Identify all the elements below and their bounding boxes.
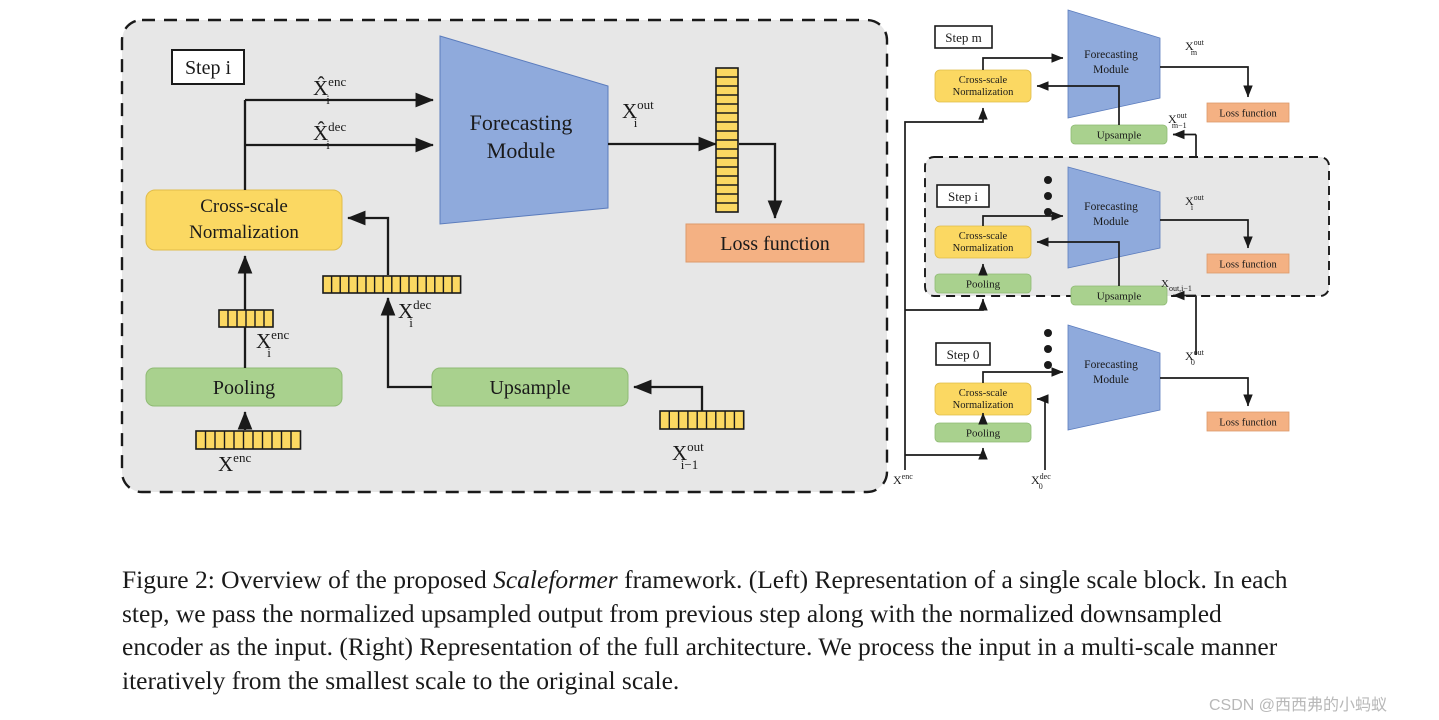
left-loss-function-label: Loss function [720, 233, 829, 255]
right-step-m-badge-label: Step m [945, 30, 981, 45]
figure-caption: Figure 2: Overview of the proposed Scale… [122, 563, 1307, 697]
right-step-0-loss-label: Loss function [1219, 418, 1277, 429]
seq-x-enc-i [218, 309, 274, 328]
right-step-i-fm-line2: Module [1093, 216, 1129, 228]
left-forecasting-module-line2: Module [487, 138, 555, 163]
right-step-m-csn-line2: Normalization [953, 87, 1014, 98]
seq-x-enc [195, 430, 302, 450]
right-step-m-badge: Step m [934, 25, 993, 49]
right-step-0-badge: Step 0 [935, 342, 991, 366]
right-step-i-badge-label: Step i [948, 189, 978, 204]
right-step-m-upsample-label: Upsample [1097, 130, 1142, 142]
right-step-i-ellipsis [1044, 176, 1052, 216]
right-step-i-loss-label: Loss function [1219, 260, 1277, 271]
right-step-0-csn-line1: Cross-scale [959, 388, 1008, 399]
seq-x-dec-i [322, 275, 462, 294]
right-panel: Step m Forecasting Module Cross-scale No… [893, 9, 1330, 491]
right-step-m-loss-label: Loss function [1219, 109, 1277, 120]
right-step-0-pooling-label: Pooling [966, 428, 1001, 440]
right-step-0-forecasting-module [1067, 324, 1161, 431]
left-sequences [195, 67, 745, 450]
caption-part1: Overview of the proposed [214, 565, 494, 594]
seq-x-out-i [715, 67, 739, 213]
x-out-im1-sequence-outline [659, 410, 745, 430]
right-step-i: Step i Forecasting Module Cross-scale No… [924, 156, 1330, 355]
left-step-badge: Step i [171, 49, 245, 85]
caption-prefix: Figure 2: [122, 565, 215, 594]
right-step-0-loss [1206, 411, 1290, 432]
caption-emphasis: Scaleformer [493, 565, 618, 594]
left-upsample: Upsample [431, 367, 629, 407]
right-x-enc-label: Xenc [893, 472, 913, 487]
right-step-m-loss [1206, 102, 1290, 123]
left-cross-scale-line1: Cross-scale [200, 196, 288, 217]
right-step-0-csn-line2: Normalization [953, 400, 1014, 411]
right-step-i-badge: Step i [936, 184, 990, 208]
right-step-i-arrows [978, 211, 1253, 355]
right-step-i-upsample-label: Upsample [1097, 291, 1142, 303]
right-step-0: Step 0 Forecasting Module Cross-scale No… [934, 324, 1290, 470]
right-step-m: Step m Forecasting Module Cross-scale No… [934, 9, 1290, 200]
left-forecasting-module: Forecasting Module [439, 35, 609, 225]
right-step-0-ellipsis [1044, 329, 1052, 369]
csdn-watermark: CSDN @西西弗的小蚂蚁 [1209, 697, 1388, 714]
right-step-i-in-label: Xout,i−1 [1161, 278, 1192, 293]
caption-part2: framework. (Left) Representation of a si… [122, 565, 1288, 695]
right-step-0-fm-line1: Forecasting [1084, 359, 1138, 371]
label-x-enc: Xenc [218, 450, 251, 476]
right-xenc-trunk [904, 107, 988, 470]
right-step-0-badge-label: Step 0 [947, 347, 980, 362]
left-panel: Step i Forecasting Module Cross-scale No… [120, 18, 889, 494]
left-pooling-label: Pooling [213, 377, 275, 399]
right-step-m-fm-line1: Forecasting [1084, 49, 1138, 61]
left-step-badge-label: Step i [185, 57, 232, 79]
seq-x-out-im1 [659, 410, 745, 430]
left-pooling: Pooling [145, 367, 343, 407]
x-enc-sequence-outline [195, 430, 302, 450]
right-step-m-forecasting-module [1067, 9, 1161, 119]
right-step-m-csn-line1: Cross-scale [959, 75, 1008, 86]
left-cross-scale-normalization: Cross-scale Normalization [145, 189, 343, 251]
right-step-0-arrows [978, 367, 1253, 470]
right-step-i-loss [1206, 253, 1290, 274]
left-forecasting-module-line1: Forecasting [470, 110, 573, 135]
right-step-i-csn-line1: Cross-scale [959, 231, 1008, 242]
left-upsample-label: Upsample [489, 377, 570, 399]
right-step-i-fm-line1: Forecasting [1084, 201, 1138, 213]
right-step-i-csn-line2: Normalization [953, 243, 1014, 254]
left-loss-function: Loss function [685, 223, 865, 263]
left-cross-scale-line2: Normalization [189, 222, 299, 243]
right-step-i-pooling-label: Pooling [966, 279, 1001, 291]
right-step-0-fm-line2: Module [1093, 374, 1129, 386]
right-step-m-fm-line2: Module [1093, 64, 1129, 76]
